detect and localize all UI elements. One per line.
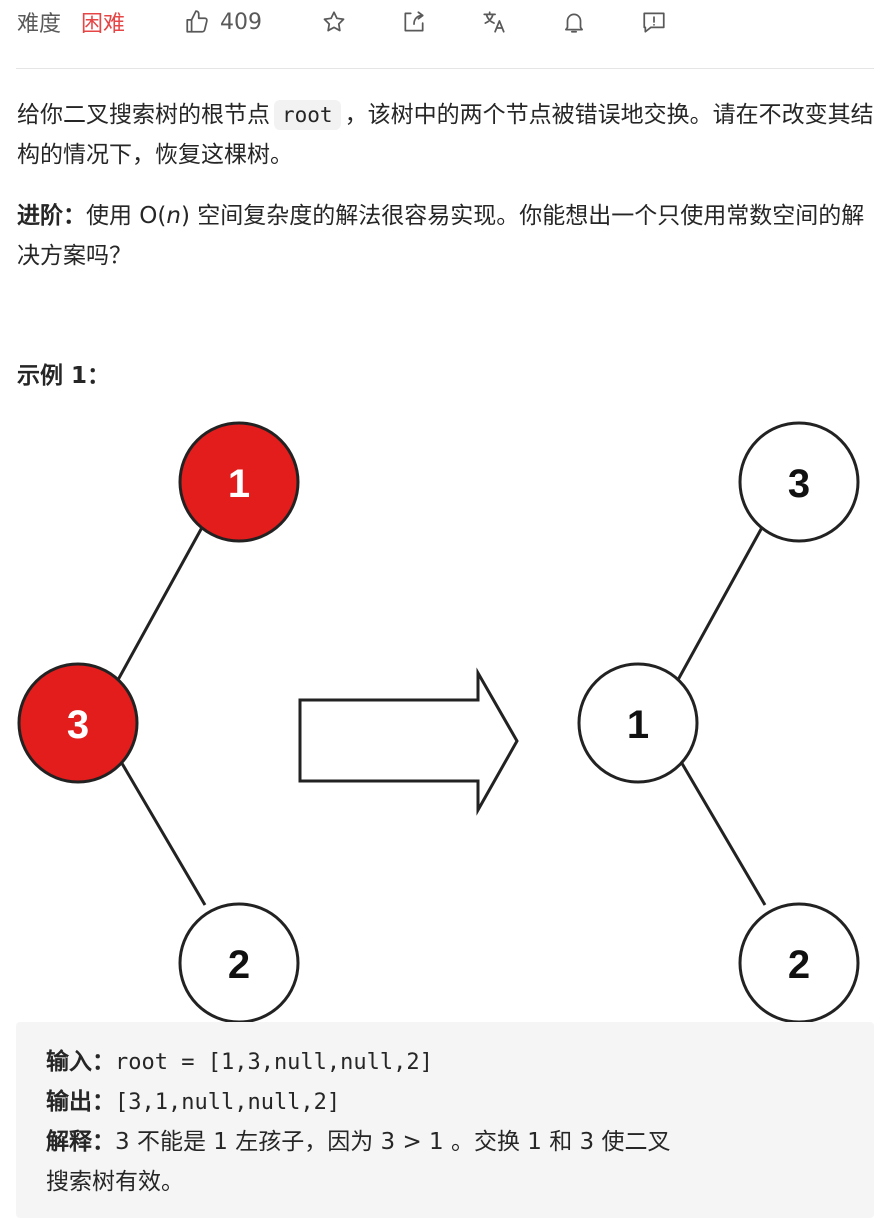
translate-button[interactable]: [481, 6, 507, 38]
input-value: root = [1,3,null,null,2]: [115, 1050, 433, 1075]
node: [577, 662, 699, 784]
edge: [678, 759, 767, 906]
node-label: 1: [228, 462, 250, 506]
favorite-button[interactable]: [321, 6, 347, 38]
description-text: 给你二叉搜索树的根节点: [17, 102, 270, 128]
node-label: 2: [228, 943, 250, 987]
difficulty-label: 难度: [17, 12, 62, 37]
edge: [106, 521, 207, 699]
example-explanation-cont: 搜索树有效。: [46, 1169, 184, 1195]
subscribe-button[interactable]: [561, 6, 587, 38]
difficulty-badge: 困难: [81, 12, 126, 37]
node-swapped: [178, 421, 300, 543]
input-label: 输入：: [46, 1049, 115, 1075]
arrow: [298, 667, 519, 816]
follow-up-n: n: [166, 203, 181, 229]
example-diagram: 1 3 2 3 1 2: [17, 421, 860, 1024]
example-input: 输入：root = [1,3,null,null,2]: [46, 1042, 433, 1083]
translate-icon: [481, 9, 507, 35]
problem-toolbar: 难度 困难 409: [0, 0, 880, 46]
share-button[interactable]: [401, 6, 427, 38]
node-swapped: [17, 662, 139, 784]
output-value: [3,1,null,null,2]: [115, 1090, 341, 1115]
share-icon: [401, 9, 427, 35]
like-count: 409: [220, 9, 262, 35]
follow-up-text-a: 使用 O(: [86, 203, 167, 229]
node-label: 2: [788, 943, 810, 987]
output-label: 输出：: [46, 1089, 115, 1115]
node-label: 3: [788, 462, 810, 506]
feedback-button[interactable]: [641, 6, 667, 38]
toolbar-divider: [16, 68, 874, 69]
edge: [666, 521, 767, 699]
node-label: 1: [627, 703, 649, 747]
description-text-cont: ，该树中的两个节点被错误地交换。请在不改变其结构的情况下，恢复这棵树。: [17, 102, 874, 168]
node-label: 3: [67, 703, 89, 747]
explain-text: 3 不能是 1 左孩子，因为 3 > 1 。交换 1 和 3 使二叉: [115, 1129, 671, 1155]
feedback-icon: [641, 9, 667, 35]
example-explanation: 解释：3 不能是 1 左孩子，因为 3 > 1 。交换 1 和 3 使二叉: [46, 1122, 671, 1162]
node: [738, 421, 860, 543]
left-tree: 1 3 2: [17, 421, 300, 1024]
inline-code-root: root: [274, 100, 341, 130]
example-output: 输出：[3,1,null,null,2]: [46, 1082, 340, 1123]
explain-label: 解释：: [46, 1129, 115, 1155]
follow-up-text-b: ) 空间复杂度的解法很容易实现。你能想出一个只使用常数空间的解决方案吗？: [17, 203, 865, 269]
star-icon: [321, 9, 347, 35]
right-tree: 3 1 2: [577, 421, 860, 1024]
follow-up: 进阶：使用 O(n) 空间复杂度的解法很容易实现。你能想出一个只使用常数空间的解…: [17, 196, 877, 276]
follow-up-label: 进阶：: [17, 203, 86, 229]
arrow-right-icon: [298, 667, 519, 816]
edge: [118, 759, 207, 906]
example-title: 示例 1：: [17, 363, 111, 389]
thumbs-up-icon: [184, 9, 210, 35]
example-block: 输入：root = [1,3,null,null,2] 输出：[3,1,null…: [16, 1022, 874, 1218]
bell-icon: [561, 9, 587, 35]
difficulty: 难度 困难: [17, 6, 125, 38]
like-button[interactable]: 409: [184, 6, 262, 38]
